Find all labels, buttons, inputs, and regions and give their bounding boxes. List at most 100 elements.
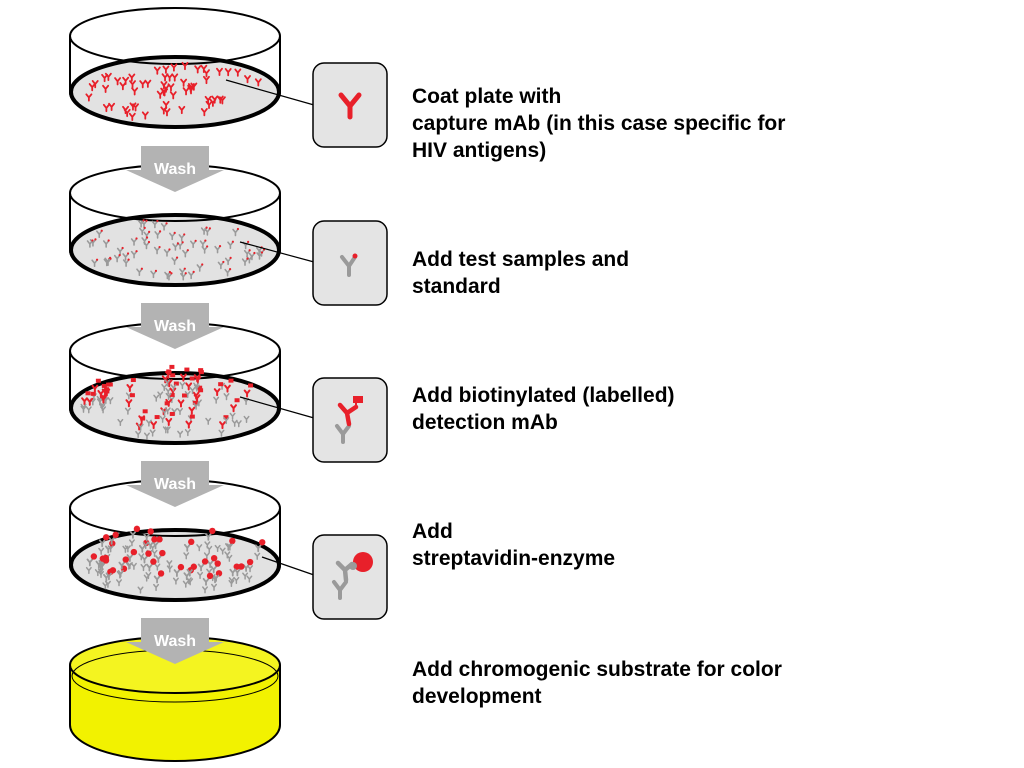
bound-antibody	[135, 430, 142, 439]
antigen-dot	[135, 250, 138, 253]
bound-antibody	[196, 264, 203, 272]
detection-antibody	[165, 370, 172, 379]
biotin-tag	[169, 411, 175, 416]
bound-antibody	[141, 237, 148, 245]
bound-antibody	[145, 419, 152, 427]
bound-antibody	[140, 220, 148, 229]
detection-antibody	[185, 420, 193, 429]
biotin-tag	[130, 378, 136, 383]
bound-antibody	[217, 261, 225, 270]
antigen-dot	[231, 240, 234, 243]
capture-antibody	[162, 65, 170, 74]
enzyme-dot	[246, 558, 254, 566]
antigen-dot	[183, 233, 186, 236]
bound-antibody	[248, 252, 256, 261]
antigen-dot	[118, 254, 121, 257]
detection-antibody	[243, 389, 251, 398]
antigen-dot	[192, 270, 195, 273]
biotin-tag	[101, 383, 107, 388]
bound-antibody	[98, 570, 105, 579]
leader-line-4	[261, 556, 315, 576]
capture-antibody	[122, 105, 130, 115]
bound-antibody	[128, 539, 135, 547]
bound-antibody	[137, 586, 144, 594]
svg-text:Wash: Wash	[154, 161, 196, 178]
step-text-strep: Add streptavidin-enzyme	[412, 520, 616, 570]
bound-antibody	[241, 258, 249, 266]
bound-antibody	[166, 560, 173, 568]
capture-antibody	[129, 102, 137, 111]
biotin-tag	[198, 368, 204, 373]
antigen-dot	[186, 249, 189, 252]
bound-antibody	[224, 551, 231, 559]
biotin-tag	[198, 388, 204, 393]
bound-antibody	[139, 227, 146, 236]
bound-antibody	[99, 403, 106, 412]
bound-antibody	[247, 565, 254, 573]
biotin-tag	[154, 415, 160, 420]
biotin-tag	[104, 387, 110, 392]
biotin-tag	[95, 378, 101, 383]
antigen-dot	[135, 237, 138, 240]
bound-antibody	[199, 240, 207, 248]
biotin-tag	[181, 393, 187, 398]
bound-antibody	[164, 379, 171, 387]
capture-antibody	[205, 100, 213, 110]
capture-antibody	[216, 67, 223, 76]
biotin-tag	[192, 400, 198, 405]
plate-coat	[69, 7, 281, 129]
capture-antibody	[194, 65, 202, 74]
detection-antibody	[143, 533, 151, 542]
antigen-dot	[140, 267, 143, 270]
enzyme-dot	[238, 563, 245, 570]
bound-antibody	[214, 245, 221, 254]
bound-antibody	[154, 231, 161, 239]
bound-antibody	[205, 417, 212, 425]
enzyme-dot	[188, 538, 195, 546]
enzyme-dot	[112, 531, 119, 539]
enzyme-dot	[214, 560, 221, 567]
bound-antibody	[226, 543, 233, 551]
bound-antibody	[161, 383, 168, 391]
antigen-dot	[176, 242, 180, 245]
bound-antibody	[136, 268, 143, 277]
detection-antibody	[126, 384, 134, 393]
bound-antibody	[161, 409, 168, 417]
detection-antibody	[91, 384, 99, 393]
detection-antibody	[138, 415, 146, 424]
antigen-dot	[218, 244, 222, 248]
bound-antibody	[172, 243, 179, 251]
antigen-dot	[246, 257, 249, 260]
antigen-antibody-icon	[312, 220, 388, 306]
enzyme-dot	[209, 527, 216, 535]
detection-antibody	[210, 565, 217, 574]
bound-antibody	[151, 220, 159, 229]
bound-antibody	[102, 240, 110, 248]
bound-antibody	[153, 394, 160, 402]
antigen-dot	[109, 256, 112, 260]
capture-antibody	[162, 100, 170, 110]
biotin-tag	[228, 378, 234, 383]
detection-antibody	[86, 558, 94, 567]
antigen-dot	[158, 230, 162, 233]
capture-antibody	[254, 78, 262, 87]
biotin-tag	[234, 398, 240, 403]
bound-antibody	[182, 249, 189, 258]
antigen-dot	[143, 226, 146, 229]
capture-antibody	[182, 87, 190, 96]
biotin-tag	[189, 376, 195, 381]
bound-antibody	[125, 562, 132, 570]
biotin-tag	[184, 367, 190, 372]
capture-antibody	[85, 93, 93, 102]
capture-antibody	[169, 91, 177, 100]
enzyme-dot	[102, 557, 110, 564]
bound-antibody	[166, 565, 173, 573]
antigen-dot	[206, 245, 209, 248]
bound-antibody	[256, 252, 263, 260]
detection-antibody	[108, 536, 115, 545]
enzyme-dot	[133, 525, 141, 533]
detection-antibody	[188, 406, 196, 415]
biotin-tag	[197, 385, 203, 390]
antigen-dot	[91, 239, 94, 242]
biotin-tag	[218, 382, 224, 387]
